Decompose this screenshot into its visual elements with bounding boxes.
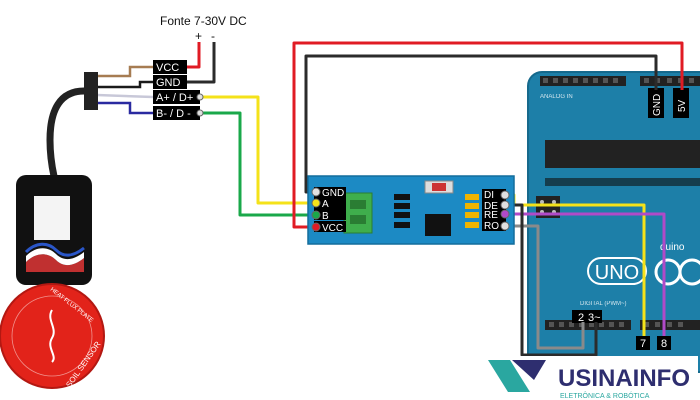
rs485-pin-a-label: A	[322, 199, 329, 210]
power-supply-minus: -	[211, 29, 215, 43]
terminal-gnd-label: GND	[156, 77, 181, 89]
rs485-pin-ro-label: RO	[484, 221, 499, 232]
sensor-terminal-block: VCC GND A+ / D+ B- / D -	[153, 60, 204, 120]
rs485-module: GND A B VCC DI DE RE RO	[307, 175, 515, 245]
brand-icon	[488, 360, 530, 392]
wire-de-yellow	[505, 203, 646, 336]
arduino-digital-label: DIGITAL (PWM~)	[580, 301, 627, 307]
arduino-model-label: UNO	[595, 262, 639, 284]
soil-sensor: SOIL SENSOR HEAT FLUX PLATE	[0, 175, 105, 389]
rs485-pin-vcc-label: VCC	[322, 223, 343, 234]
rs485-pin-b-label: B	[322, 211, 329, 222]
power-supply-title: Fonte 7-30V DC	[160, 14, 247, 28]
arduino-analog-label: ANALOG IN	[540, 94, 573, 100]
rs485-pin-di-label: DI	[484, 190, 494, 201]
wire-b-green	[200, 111, 316, 217]
wires	[187, 41, 684, 357]
rs485-pin-de-label: DE	[484, 201, 498, 212]
wire-ro-gray	[505, 224, 585, 350]
arduino-pin-2-label: 2	[578, 312, 584, 324]
sensor-cable-wires	[96, 65, 154, 115]
wire-5v-red	[292, 41, 684, 229]
sensor-logo-icon	[49, 309, 55, 363]
arduino-brand-text: duino	[660, 242, 685, 253]
power-minus-wire	[187, 42, 216, 84]
terminal-a-label: A+ / D+	[156, 92, 193, 104]
terminal-b-label: B- / D -	[156, 108, 191, 120]
brand-name: USINAINFO	[558, 365, 690, 392]
arduino-pin-3-label: 3~	[588, 312, 601, 324]
rs485-pin-re-label: RE	[484, 210, 498, 221]
power-supply-plus: +	[195, 29, 202, 43]
brand-tagline: ELETRÔNICA & ROBÓTICA	[560, 391, 650, 400]
arduino-5v-pin-label: 5V	[677, 99, 688, 112]
arduino-board: UNO duino ANALOG IN DIGITAL (PWM~) GND 5…	[527, 71, 700, 373]
arduino-logo-icon	[654, 258, 700, 286]
wire-tx-black	[514, 203, 598, 357]
terminal-vcc-label: VCC	[156, 62, 179, 74]
power-plus-wire	[187, 42, 201, 69]
arduino-pin-8-label: 8	[661, 338, 667, 350]
cable-sleeve	[84, 72, 98, 110]
wire-re-purple	[505, 212, 666, 336]
sensor-cable	[46, 87, 85, 183]
wire-a-yellow	[200, 95, 316, 205]
arduino-pin-7-label: 7	[640, 338, 646, 350]
arduino-gnd-pin-label: GND	[652, 94, 663, 116]
brand-logo: USINAINFO ELETRÔNICA & ROBÓTICA	[486, 356, 698, 400]
rs485-pin-gnd-label: GND	[322, 188, 344, 199]
